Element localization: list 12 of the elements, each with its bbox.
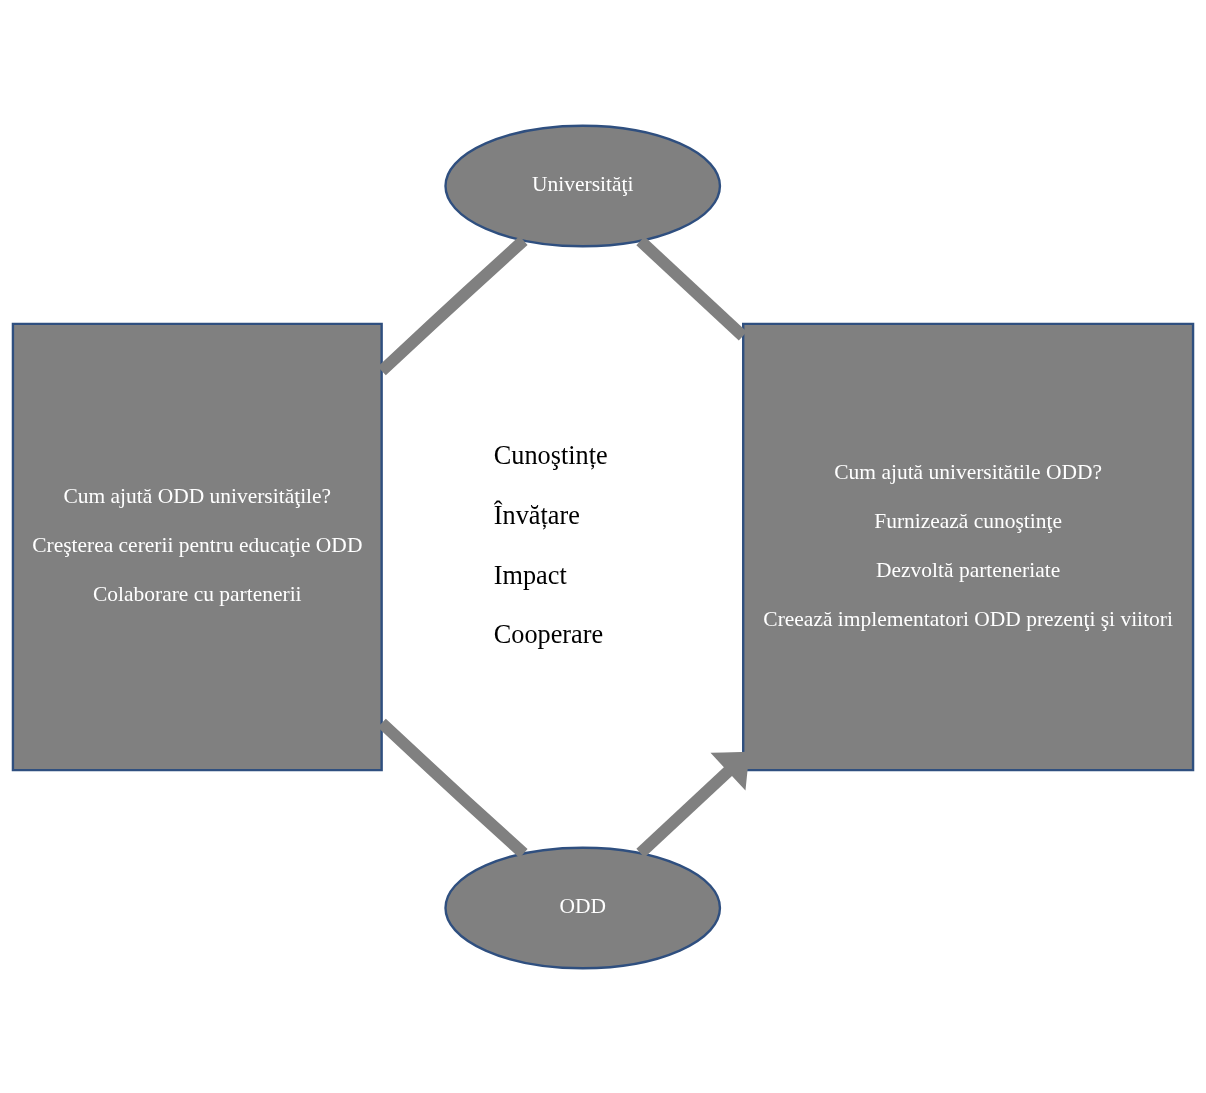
label: Cooperare xyxy=(493,619,604,649)
arrow xyxy=(636,751,750,857)
label: Impact xyxy=(493,560,567,590)
connector xyxy=(636,236,747,341)
node-ellipse: ODD xyxy=(444,846,722,969)
node-box: Cum ajută ODD universităţile? Creşterea cererii pentru educaţie ODD Colaborare cu partenerii xyxy=(11,322,383,771)
node-ellipse: Universităţi xyxy=(444,124,722,247)
connector xyxy=(377,718,528,858)
label: Cunoştințe xyxy=(493,440,608,470)
label: Învățare xyxy=(493,500,580,530)
node-box: Cum ajută universitătile ODD? Furnizează cunoştinţe Dezvoltă parteneriate Creează implementatori ODD prezenţi şi viitori xyxy=(742,322,1195,771)
connector xyxy=(377,235,528,375)
